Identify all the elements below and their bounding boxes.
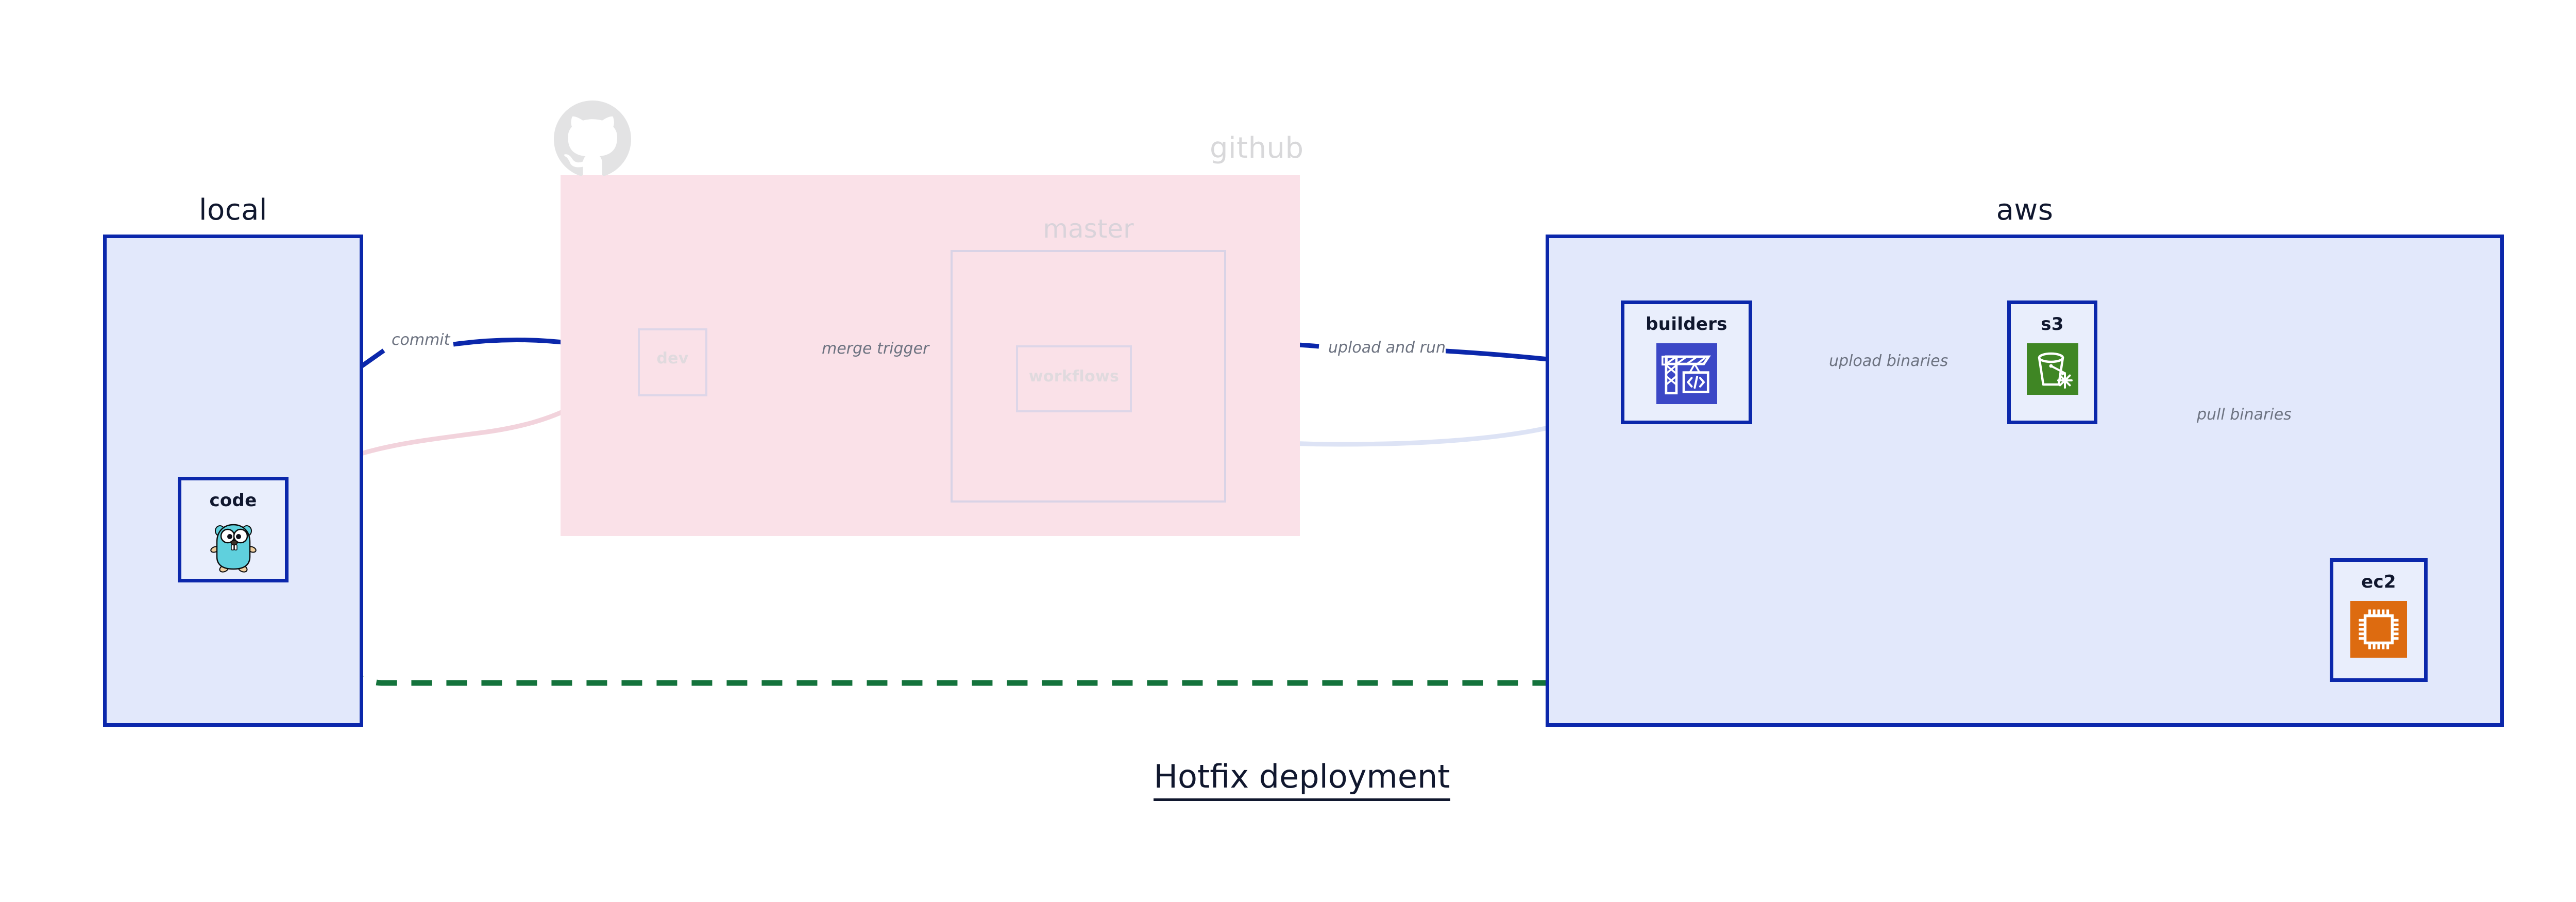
node-s3[interactable]: s3 [2007, 300, 2097, 424]
diagram-title-text: Hotfix deployment [1154, 758, 1450, 801]
edge-label-commit: commit [392, 331, 450, 349]
group-label-aws: aws [1996, 193, 2054, 227]
node-workflows-label: workflows [1028, 368, 1120, 386]
node-workflows[interactable]: workflows [1016, 345, 1132, 412]
subgroup-label-master: master [1043, 214, 1134, 244]
diagram-title: Hotfix deployment [0, 758, 2576, 801]
group-github[interactable] [561, 175, 1300, 536]
node-builders[interactable]: builders [1621, 300, 1752, 424]
group-label-github: github [1210, 131, 1304, 165]
node-s3-label: s3 [2041, 314, 2064, 335]
subgroup-master[interactable] [951, 250, 1226, 503]
node-code-label: code [209, 490, 257, 511]
edge-label-pull-binaries: pull binaries [2197, 406, 2292, 424]
node-code[interactable]: code [178, 477, 289, 582]
edge-label-merge-trigger: merge trigger [822, 340, 929, 358]
cpu-chip-icon [2350, 601, 2407, 658]
edge-label-upload-binaries: upload binaries [1829, 352, 1948, 370]
edge-label-upload-and-run: upload and run [1328, 339, 1446, 357]
s3-bucket-icon [2026, 343, 2078, 395]
github-logo-icon [554, 101, 631, 176]
node-builders-label: builders [1646, 314, 1727, 335]
crane-code-icon [1656, 343, 1717, 404]
node-ec2[interactable]: ec2 [2330, 558, 2428, 682]
go-gopher-icon [209, 520, 258, 575]
group-label-local: local [199, 193, 267, 227]
node-ec2-label: ec2 [2361, 572, 2396, 592]
node-dev-label: dev [656, 349, 689, 368]
node-dev[interactable]: dev [638, 328, 707, 396]
